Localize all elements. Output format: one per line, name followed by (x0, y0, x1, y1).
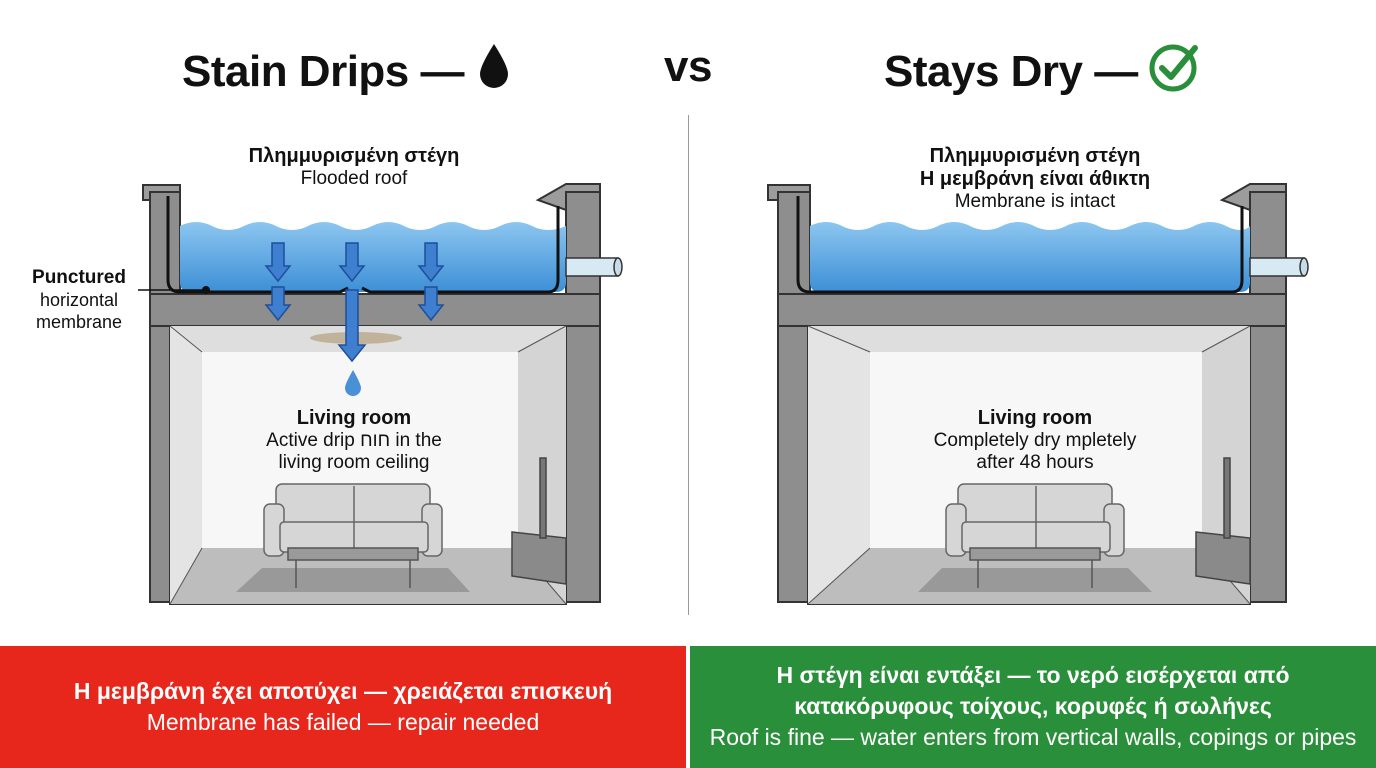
right-room-label: Living room Completely dry mpletely afte… (880, 407, 1190, 474)
ok-banner-english: Roof is fine — water enters from vertica… (709, 724, 1357, 750)
leak-arrows (264, 242, 445, 363)
right-roof-greek: Πλημμυρισμένη στέγη (929, 145, 1141, 167)
left-building (138, 183, 623, 605)
right-roof-label: Πλημμυρισμένη στέγη Η μεμβράνη είναι άθι… (880, 145, 1190, 213)
title-stain-drips: Stain Drips — (182, 42, 512, 97)
left-room-title: Living room (296, 407, 412, 429)
left-roof-english: Flooded roof (300, 168, 408, 189)
right-membrane-greek: Η μεμβράνη είναι άθικτη (919, 168, 1151, 190)
left-roof-greek: Πλημμυρισμένη στέγη (248, 145, 460, 167)
annotation-line3: membrane (35, 312, 123, 332)
right-membrane-english: Membrane is intact (954, 191, 1116, 212)
right-room-line1: Completely dry mpletely (933, 430, 1137, 451)
title-stays-dry: Stays Dry — (884, 42, 1201, 97)
failure-banner: Η μεμβράνη έχει αποτύχει — χρειάζεται επ… (0, 646, 686, 768)
left-roof-label: Πλημμυρισμένη στέγη Flooded roof (204, 145, 504, 190)
ok-banner: Η στέγη είναι εντάξει — το νερό εισέρχετ… (690, 646, 1376, 768)
drain-pipe (565, 257, 619, 277)
membrane-right-part (361, 206, 560, 294)
panel-divider (688, 115, 689, 615)
sofa (263, 483, 443, 557)
right-room-line2: after 48 hours (976, 452, 1094, 473)
failure-banner-english: Membrane has failed — repair needed (146, 709, 540, 735)
right-title-text: Stays Dry — (884, 47, 1138, 96)
annotation-bold: Punctured (32, 267, 126, 288)
left-title-text: Stain Drips — (182, 47, 465, 96)
check-circle-icon (1149, 44, 1199, 92)
roof-slab (149, 293, 601, 327)
right-building (767, 183, 1309, 605)
punctured-membrane-annotation: Punctured horizontal membrane (20, 266, 138, 333)
left-room-line1: Active drip חוח in the (266, 430, 442, 451)
water-drop (345, 370, 361, 396)
right-wall (565, 191, 601, 603)
flood-water (180, 222, 566, 292)
tv-cabinet (511, 457, 567, 585)
annotation-line2: horizontal (39, 290, 119, 310)
right-room-title: Living room (977, 407, 1093, 429)
failure-banner-greek: Η μεμβράνη έχει αποτύχει — χρειάζεται επ… (73, 678, 613, 704)
intact-membrane (796, 196, 1244, 294)
ok-banner-greek-line1: Η στέγη είναι εντάξει — το νερό εισέρχετ… (776, 662, 1290, 688)
left-room-label: Living room Active drip חוח in the livin… (204, 407, 504, 474)
left-room-line2: living room ceiling (278, 452, 430, 473)
ok-banner-greek-line2: κατακόρυφους τοίχους, κορυφές ή σωλήνες (794, 693, 1272, 719)
vs-label: vs (664, 42, 712, 91)
coffee-table (287, 547, 419, 588)
water-drop-icon (479, 44, 508, 88)
